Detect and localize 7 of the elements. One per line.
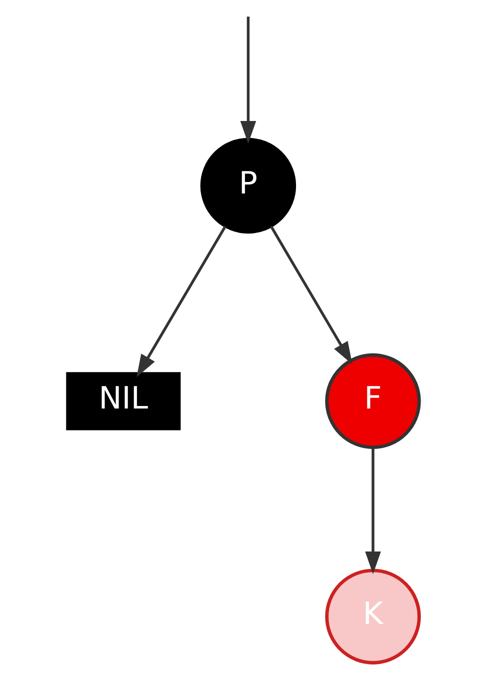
node-box: NIL — [66, 372, 180, 430]
arrow — [136, 226, 226, 378]
node-circle: F — [324, 353, 420, 450]
arrow — [269, 226, 352, 364]
node-circle: P — [200, 138, 296, 234]
arrow — [364, 448, 380, 574]
arrow — [240, 16, 256, 144]
